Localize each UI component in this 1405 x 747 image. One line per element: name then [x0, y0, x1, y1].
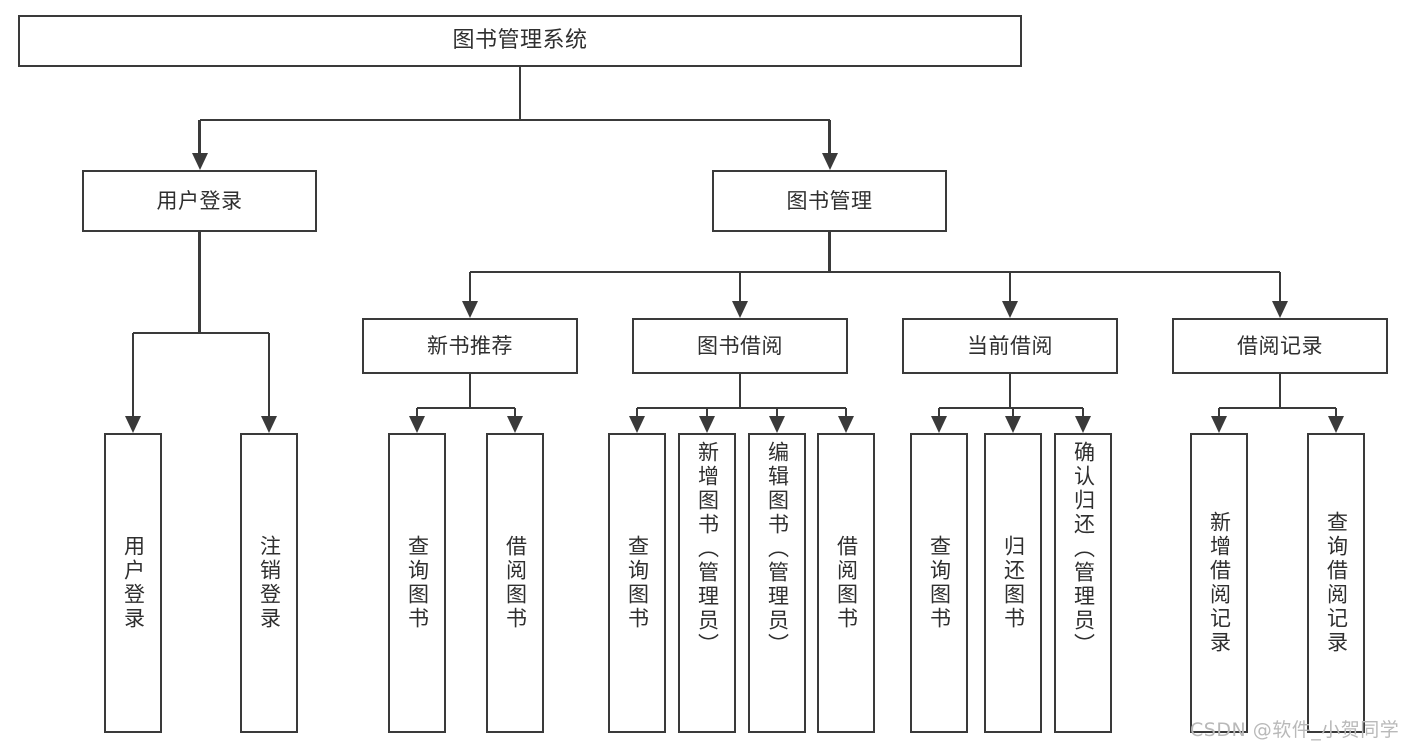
- node-leaf-12[interactable]: 新增借阅记录: [1190, 433, 1248, 733]
- connector-bus-root: [199, 118, 830, 122]
- node-level3-1-label: 新书推荐: [427, 333, 513, 358]
- node-leaf-8[interactable]: 借阅图书: [817, 433, 875, 733]
- node-level3-4[interactable]: 借阅记录: [1172, 318, 1388, 374]
- node-leaf-13-label: 查询借阅记录: [1324, 511, 1349, 655]
- node-level3-3-label: 当前借阅: [967, 333, 1053, 358]
- node-level3-3[interactable]: 当前借阅: [902, 318, 1118, 374]
- node-level3-4-label: 借阅记录: [1237, 333, 1323, 358]
- node-leaf-3[interactable]: 查询图书: [388, 433, 446, 733]
- arrowhead-icon-l3-2-2: [1075, 416, 1091, 433]
- connector-drop-l3-3-1: [1334, 408, 1338, 417]
- node-leaf-7[interactable]: 编辑图书（管理员）: [748, 433, 806, 733]
- arrowhead-icon-login-0: [125, 416, 141, 433]
- connector-drop-l3-1-0: [635, 408, 639, 417]
- connector-drop-l3-0-1: [513, 408, 517, 417]
- connector-bus-login: [133, 331, 269, 335]
- node-leaf-9-label: 查询图书: [927, 535, 952, 631]
- connector-drop-login-1: [267, 333, 271, 417]
- node-leaf-8-label: 借阅图书: [834, 535, 859, 631]
- arrowhead-icon-mgmt-2: [1002, 301, 1018, 318]
- arrowhead-icon-mgmt-0: [462, 301, 478, 318]
- connector-stem-login: [198, 232, 201, 333]
- connector-drop-l3-1-1: [705, 408, 709, 417]
- connector-drop-l3-2-0: [937, 408, 941, 417]
- node-leaf-5[interactable]: 查询图书: [608, 433, 666, 733]
- node-leaf-9[interactable]: 查询图书: [910, 433, 968, 733]
- node-leaf-1-label: 用户登录: [121, 535, 146, 631]
- node-leaf-2-label: 注销登录: [257, 535, 282, 631]
- arrowhead-icon-l3-1-1: [699, 416, 715, 433]
- node-leaf-7-label: 编辑图书（管理员）: [765, 441, 790, 657]
- connector-drop-l3-3-0: [1217, 408, 1221, 417]
- node-level3-1[interactable]: 新书推荐: [362, 318, 578, 374]
- arrowhead-icon-root-0: [191, 153, 208, 170]
- node-leaf-11-label: 确认归还（管理员）: [1071, 441, 1096, 657]
- node-leaf-11[interactable]: 确认归还（管理员）: [1054, 433, 1112, 733]
- connector-stem-l3-2: [1008, 374, 1012, 408]
- connector-stem-root: [518, 67, 522, 120]
- node-level2-2-label: 图书管理: [786, 188, 873, 213]
- node-root-label: 图书管理系统: [452, 28, 588, 54]
- arrowhead-icon-l3-2-1: [1005, 416, 1021, 433]
- node-leaf-4[interactable]: 借阅图书: [486, 433, 544, 733]
- connector-drop-mgmt-2: [1008, 272, 1012, 302]
- connector-drop-root-1: [828, 120, 831, 154]
- arrowhead-icon-root-1: [821, 153, 838, 170]
- node-leaf-4-label: 借阅图书: [503, 535, 528, 631]
- node-level3-2[interactable]: 图书借阅: [632, 318, 848, 374]
- connector-stem-l3-0: [468, 374, 472, 408]
- arrowhead-icon-l3-0-1: [507, 416, 523, 433]
- arrowhead-icon-l3-2-0: [931, 416, 947, 433]
- node-root[interactable]: 图书管理系统: [18, 15, 1022, 67]
- connector-bus-mgmt: [470, 270, 1280, 274]
- node-level3-2-label: 图书借阅: [697, 333, 783, 358]
- node-level2-2[interactable]: 图书管理: [712, 170, 947, 232]
- connector-bus-l3-2: [939, 406, 1083, 410]
- node-leaf-10[interactable]: 归还图书: [984, 433, 1042, 733]
- node-level2-1[interactable]: 用户登录: [82, 170, 317, 232]
- connector-stem-mgmt: [828, 232, 831, 272]
- connector-stem-l3-1: [738, 374, 742, 408]
- connector-drop-l3-1-2: [775, 408, 779, 417]
- node-level2-1-label: 用户登录: [156, 188, 243, 213]
- node-leaf-12-label: 新增借阅记录: [1207, 511, 1232, 655]
- arrowhead-icon-l3-1-0: [629, 416, 645, 433]
- connector-drop-root-0: [198, 120, 201, 154]
- csdn-watermark: CSDN @软件_小贺同学: [1190, 719, 1400, 741]
- node-leaf-1[interactable]: 用户登录: [104, 433, 162, 733]
- connector-drop-mgmt-3: [1278, 272, 1282, 302]
- arrowhead-icon-l3-3-1: [1328, 416, 1344, 433]
- arrowhead-icon-l3-1-2: [769, 416, 785, 433]
- node-leaf-10-label: 归还图书: [1001, 535, 1026, 631]
- arrowhead-icon-login-1: [261, 416, 277, 433]
- node-leaf-2[interactable]: 注销登录: [240, 433, 298, 733]
- node-leaf-3-label: 查询图书: [405, 535, 430, 631]
- arrowhead-icon-l3-3-0: [1211, 416, 1227, 433]
- node-leaf-13[interactable]: 查询借阅记录: [1307, 433, 1365, 733]
- node-leaf-6-label: 新增图书（管理员）: [695, 441, 720, 657]
- connector-bus-l3-3: [1219, 406, 1336, 410]
- connector-bus-l3-1: [637, 406, 846, 410]
- connector-drop-l3-1-3: [844, 408, 848, 417]
- connector-drop-mgmt-0: [468, 272, 472, 302]
- connector-drop-l3-2-2: [1081, 408, 1085, 417]
- connector-drop-l3-0-0: [415, 408, 419, 417]
- connector-drop-login-0: [131, 333, 135, 417]
- arrowhead-icon-mgmt-3: [1272, 301, 1288, 318]
- connector-drop-l3-2-1: [1011, 408, 1015, 417]
- arrowhead-icon-l3-1-3: [838, 416, 854, 433]
- connector-drop-mgmt-1: [738, 272, 742, 302]
- node-leaf-5-label: 查询图书: [625, 535, 650, 631]
- node-leaf-6[interactable]: 新增图书（管理员）: [678, 433, 736, 733]
- arrowhead-icon-l3-0-0: [409, 416, 425, 433]
- arrowhead-icon-mgmt-1: [732, 301, 748, 318]
- connector-stem-l3-3: [1278, 374, 1282, 408]
- connector-bus-l3-0: [417, 406, 515, 410]
